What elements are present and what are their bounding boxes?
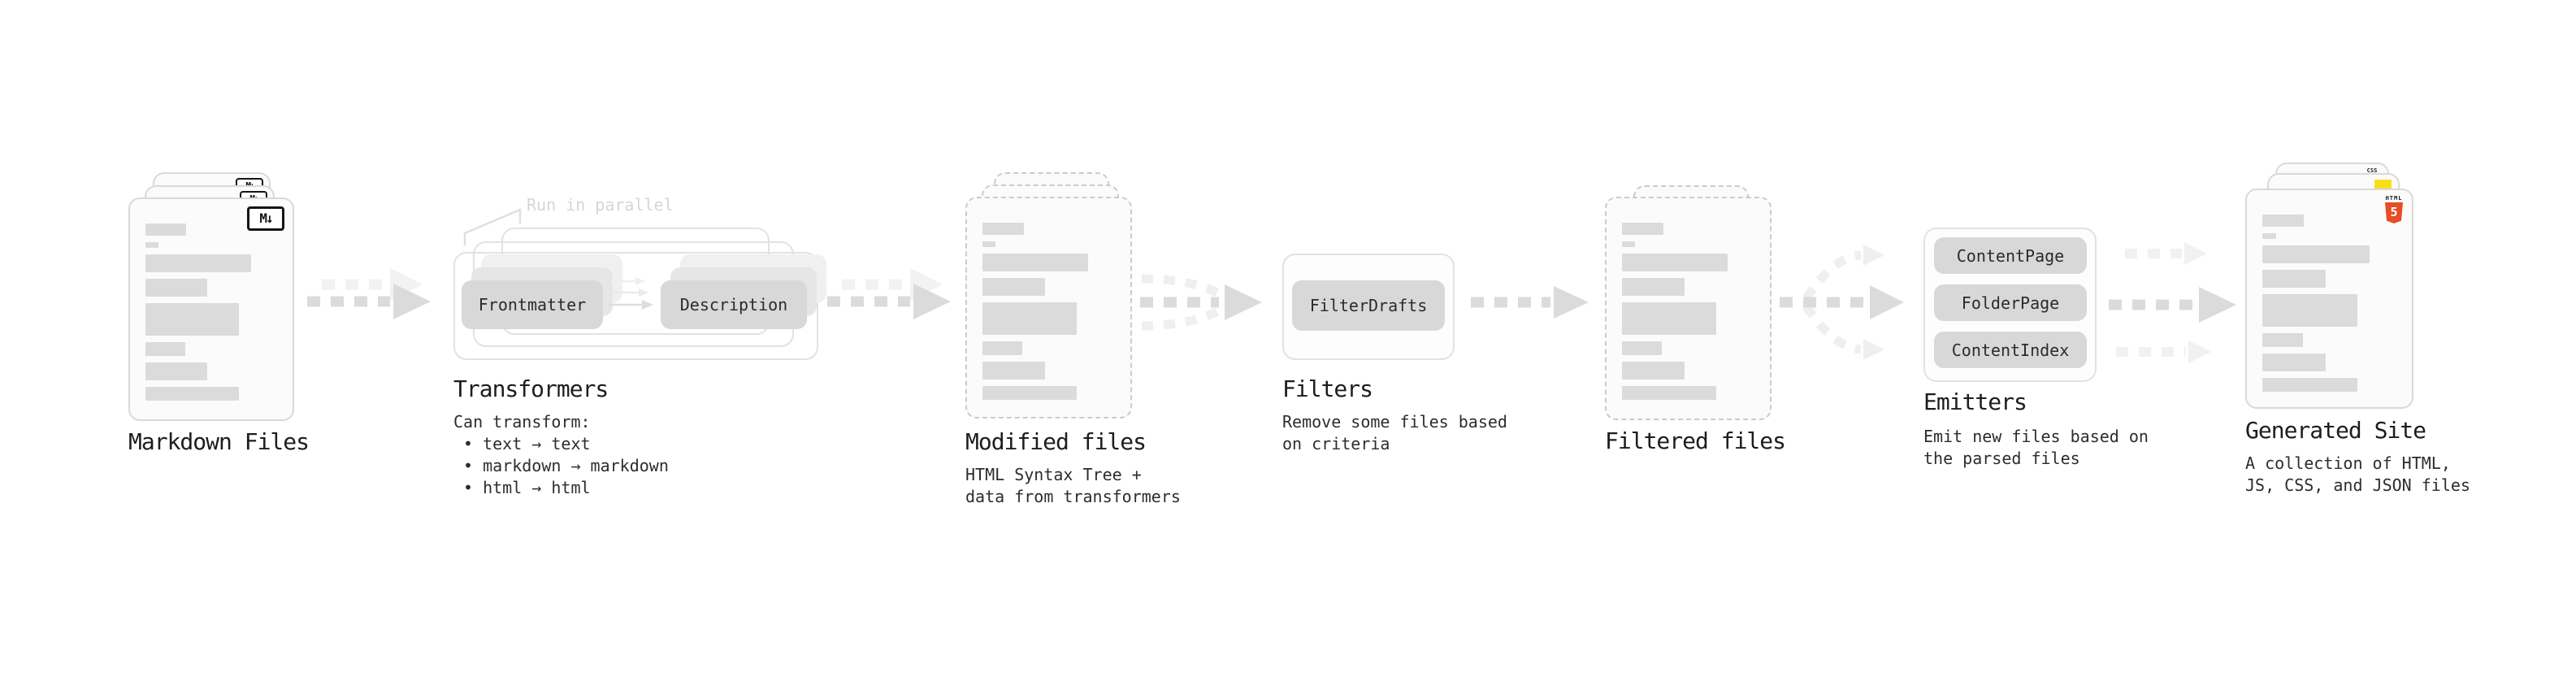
content-bar bbox=[982, 386, 1077, 400]
content-bar bbox=[982, 223, 1024, 235]
filterdrafts-node: FilterDrafts bbox=[1292, 280, 1445, 331]
flow-arrow-markdown-to-transformers bbox=[307, 268, 431, 319]
content-bar bbox=[982, 241, 996, 247]
flow-arrow-transformers-to-modified bbox=[827, 268, 951, 319]
filters-title: Filters bbox=[1282, 375, 1373, 402]
filtered-files-label: Filtered files bbox=[1605, 427, 1786, 454]
content-bar bbox=[2262, 354, 2326, 371]
emitters-desc-2: the parsed files bbox=[1923, 449, 2080, 468]
description-transformer-node: Description bbox=[661, 280, 807, 329]
content-bar bbox=[1622, 386, 1716, 400]
content-bar bbox=[145, 387, 240, 401]
transformers-bullet-3: • html → html bbox=[463, 478, 591, 497]
content-bar bbox=[2262, 378, 2358, 392]
content-bar bbox=[145, 342, 185, 356]
markdown-files-label: Markdown Files bbox=[128, 428, 310, 455]
transformers-box-front bbox=[453, 252, 818, 360]
content-bar bbox=[1622, 362, 1685, 380]
modified-file-card-front bbox=[965, 197, 1132, 419]
markdown-icon: M↓ bbox=[247, 206, 284, 231]
transformers-title: Transformers bbox=[453, 375, 609, 402]
site-file-card-html: HTML 5 bbox=[2245, 189, 2413, 409]
run-in-parallel-callout-line bbox=[463, 208, 522, 245]
content-bar bbox=[982, 302, 1077, 335]
file-content-placeholder bbox=[1622, 223, 1754, 400]
generated-site-desc-2: JS, CSS, and JSON files bbox=[2245, 475, 2470, 495]
content-bar bbox=[1622, 302, 1716, 335]
filtered-file-card-front bbox=[1605, 197, 1772, 420]
markdown-file-card-front: M↓ bbox=[128, 197, 294, 421]
generated-site-desc-1: A collection of HTML, bbox=[2245, 453, 2451, 473]
content-bar bbox=[982, 254, 1089, 271]
js-icon bbox=[2374, 180, 2392, 190]
content-bar bbox=[2262, 294, 2358, 327]
generated-site-title: Generated Site bbox=[2245, 417, 2426, 444]
parallel-arrows-icon bbox=[608, 277, 653, 310]
content-bar bbox=[145, 223, 187, 236]
modified-files-title: Modified files bbox=[965, 428, 1147, 455]
content-bar bbox=[1622, 341, 1662, 355]
content-bar bbox=[1622, 278, 1685, 296]
contentindex-emitter-node: ContentIndex bbox=[1934, 332, 2087, 368]
emitters-desc-1: Emit new files based on bbox=[1923, 427, 2149, 446]
content-bar bbox=[145, 279, 208, 297]
content-bar bbox=[2262, 270, 2326, 288]
content-bar bbox=[1622, 223, 1663, 235]
content-bar bbox=[2262, 245, 2370, 263]
contentpage-emitter-node: ContentPage bbox=[1934, 237, 2087, 274]
html5-icon: HTML 5 bbox=[2385, 195, 2403, 223]
frontmatter-transformer-node: Frontmatter bbox=[462, 280, 603, 329]
content-bar bbox=[145, 362, 208, 380]
content-bar bbox=[145, 303, 240, 336]
transformers-bullet-2: • markdown → markdown bbox=[463, 456, 669, 475]
modified-files-desc-2: data from transformers bbox=[965, 487, 1181, 506]
emitters-title: Emitters bbox=[1923, 388, 2027, 415]
flow-arrow-emitters-to-site bbox=[2109, 242, 2236, 363]
flow-arrow-filtered-to-emitters bbox=[1780, 245, 1904, 360]
content-bar bbox=[145, 254, 251, 272]
content-bar bbox=[982, 341, 1022, 355]
file-content-placeholder bbox=[145, 223, 277, 401]
content-bar bbox=[2262, 233, 2276, 239]
content-bar bbox=[1622, 254, 1728, 271]
content-bar bbox=[2262, 215, 2305, 227]
file-content-placeholder bbox=[2262, 215, 2396, 392]
modified-files-desc-1: HTML Syntax Tree + bbox=[965, 465, 1142, 484]
content-bar bbox=[2262, 333, 2303, 347]
flow-arrow-filters-to-filtered bbox=[1471, 286, 1589, 319]
transformers-bullet-1: • text → text bbox=[463, 434, 591, 453]
content-bar bbox=[145, 242, 159, 248]
file-content-placeholder bbox=[982, 223, 1115, 400]
filters-desc-1: Remove some files based bbox=[1282, 412, 1507, 432]
filters-desc-2: on criteria bbox=[1282, 434, 1390, 453]
transformers-desc-heading: Can transform: bbox=[453, 412, 591, 432]
flow-arrow-modified-to-filters bbox=[1140, 274, 1262, 331]
content-bar bbox=[1622, 241, 1636, 247]
folderpage-emitter-node: FolderPage bbox=[1934, 284, 2087, 321]
run-in-parallel-annotation: Run in parallel bbox=[527, 195, 674, 215]
content-bar bbox=[982, 278, 1045, 296]
content-bar bbox=[982, 362, 1045, 380]
